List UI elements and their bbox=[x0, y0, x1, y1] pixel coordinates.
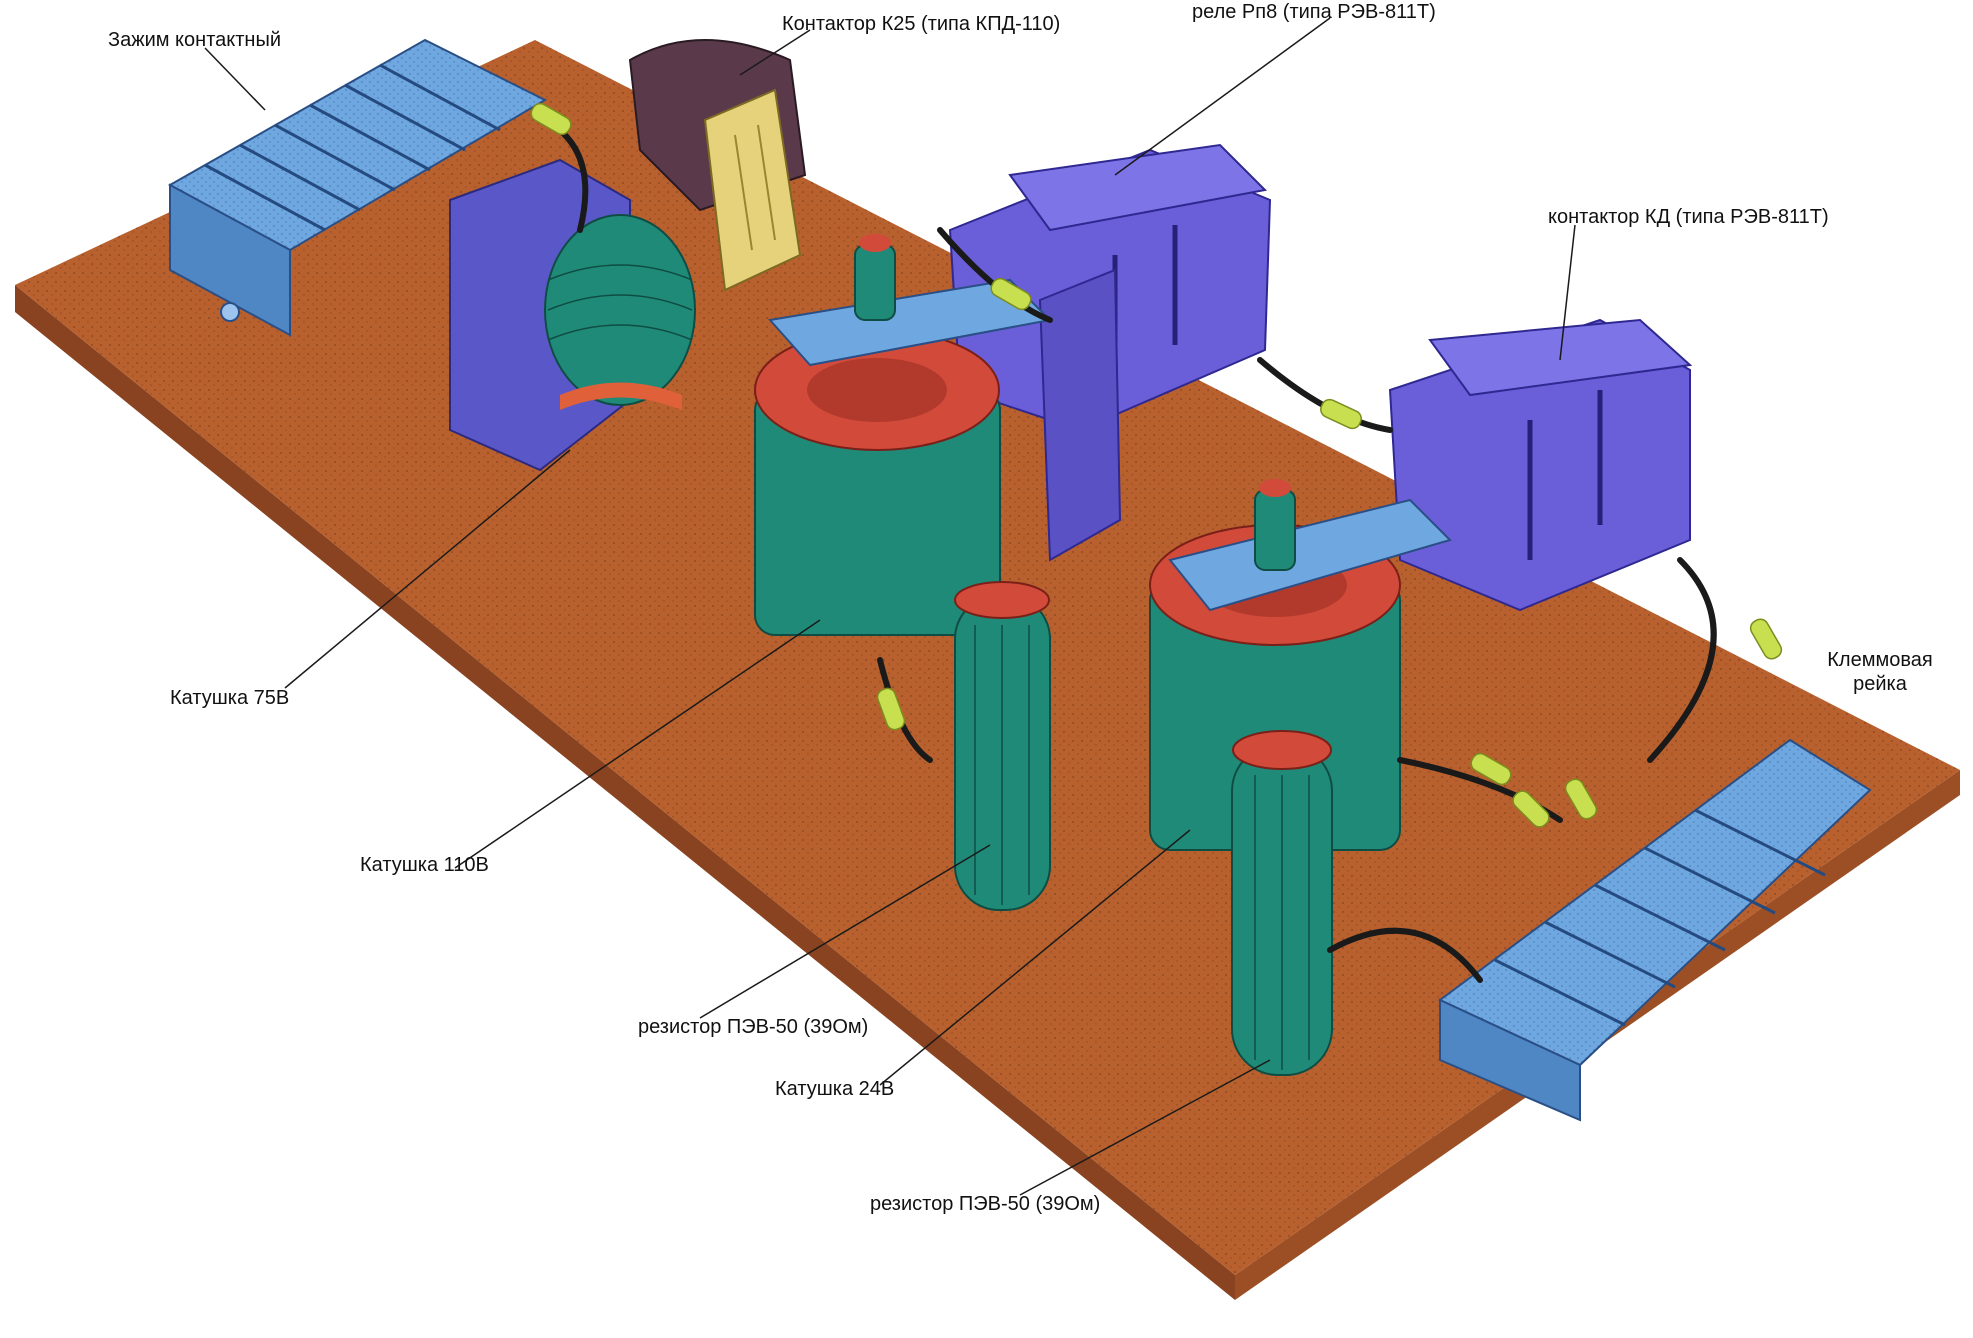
resistor-pev50-1 bbox=[954, 581, 1051, 911]
label-katushka-75v: Катушка 75В bbox=[170, 687, 290, 709]
leader-katushka110 bbox=[454, 619, 821, 869]
leader-rezistor1 bbox=[699, 844, 991, 1019]
sleeve-8 bbox=[876, 687, 906, 731]
contactor-kd bbox=[1388, 318, 1693, 612]
wire-4 bbox=[1647, 557, 1717, 763]
label-klemmovaya-line2: рейка bbox=[1853, 673, 1907, 695]
relay-rp8 bbox=[948, 143, 1272, 562]
sleeve-2 bbox=[990, 277, 1032, 311]
wire-3 bbox=[1257, 357, 1393, 433]
leader-kd bbox=[1559, 224, 1576, 361]
coil-75v bbox=[449, 158, 696, 472]
board-side bbox=[15, 285, 1235, 1300]
terminal-strip-left bbox=[167, 38, 548, 337]
leader-katushka75 bbox=[284, 449, 571, 689]
label-kontaktor-k25: Контактор К25 (типа КПД-110) bbox=[782, 13, 1061, 35]
contactor-k25 bbox=[628, 39, 807, 292]
label-katushka-24v: Катушка 24В bbox=[775, 1078, 895, 1100]
label-zazhim-kontaktnyi: Зажим контактный bbox=[108, 29, 281, 51]
leader-k25 bbox=[739, 29, 811, 76]
sleeve-1 bbox=[530, 102, 572, 136]
leader-lines bbox=[204, 17, 1576, 1196]
sleeve-7 bbox=[1564, 778, 1598, 820]
label-klemmovaya-line1: Клеммовая bbox=[1827, 649, 1933, 671]
sleeve-6 bbox=[1512, 790, 1550, 828]
label-kontaktor-kd: контактор КД (типа РЭВ-811Т) bbox=[1548, 206, 1829, 228]
sleeve-3 bbox=[1320, 398, 1362, 430]
sleeve-4 bbox=[1749, 618, 1783, 660]
label-katushka-110v: Катушка 110В bbox=[360, 854, 489, 876]
label-rezistor-pev50-2: резистор ПЭВ-50 (39Ом) bbox=[870, 1193, 1101, 1215]
label-klemmovaya-reika: Клеммовая рейка bbox=[1820, 648, 1940, 696]
wire-5 bbox=[1327, 927, 1483, 983]
terminal-strip-right bbox=[1438, 738, 1872, 1122]
label-rezistor-pev50-1: резистор ПЭВ-50 (39Ом) bbox=[638, 1016, 869, 1038]
wire-insulation-sleeves bbox=[530, 102, 1783, 828]
leader-rezistor2 bbox=[1019, 1059, 1271, 1196]
sleeve-5 bbox=[1470, 752, 1512, 786]
coil-24v bbox=[1149, 479, 1452, 851]
leader-katushka24 bbox=[879, 829, 1191, 1086]
label-rele-rp8: реле Рп8 (типа РЭВ-811Т) bbox=[1192, 1, 1436, 23]
leader-zazhim bbox=[204, 47, 266, 111]
resistor-pev50-2 bbox=[1231, 730, 1333, 1076]
coil-110v bbox=[754, 234, 1053, 636]
leader-rp8 bbox=[1114, 17, 1331, 176]
